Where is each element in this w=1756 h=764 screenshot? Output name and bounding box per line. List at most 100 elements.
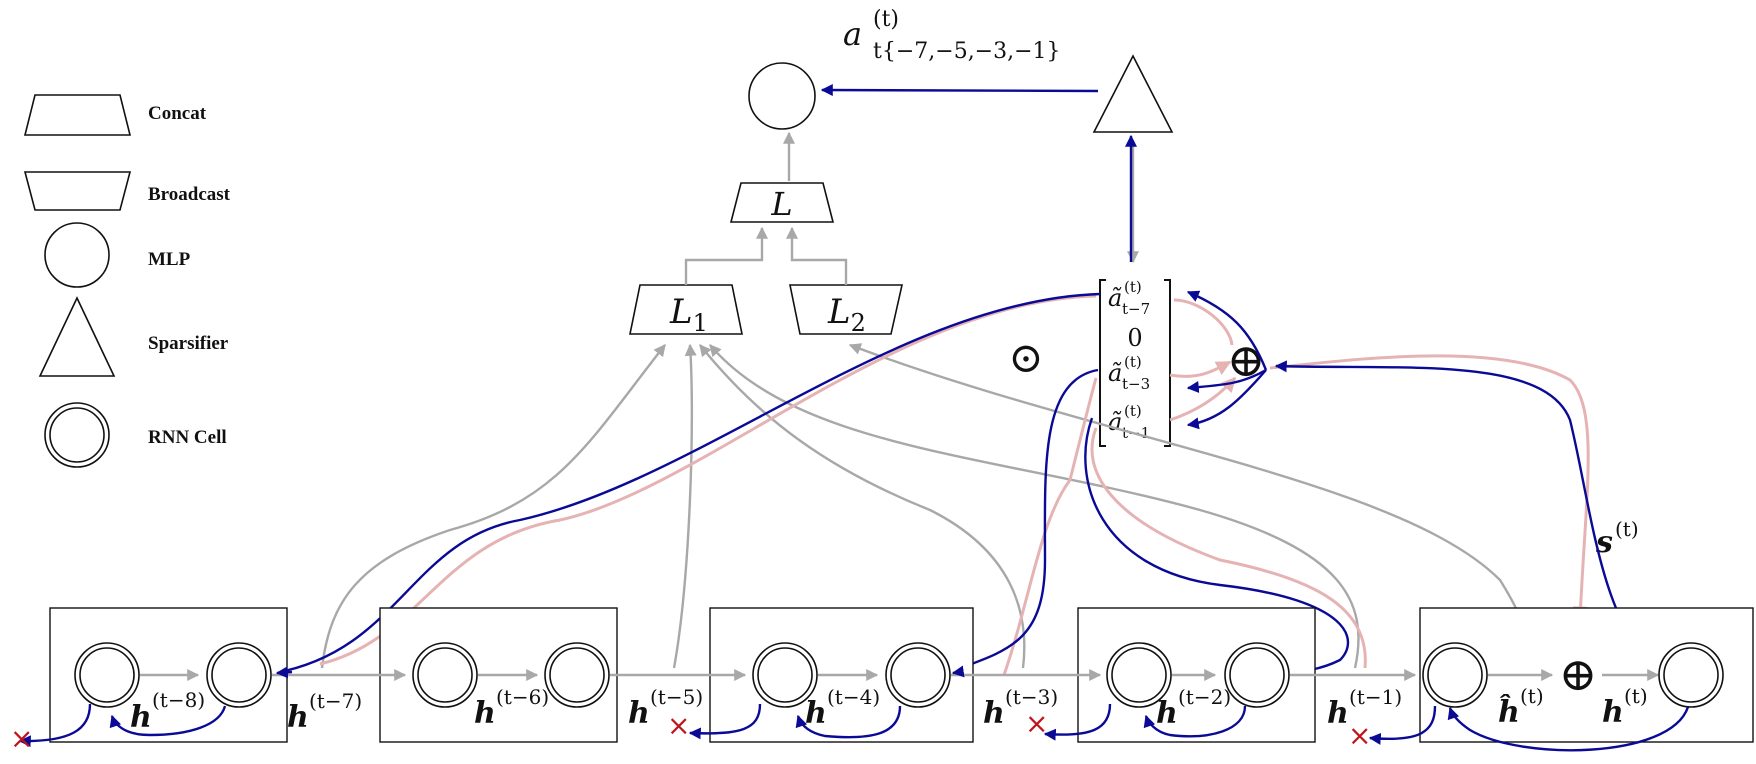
arrow-into-c2 — [275, 666, 293, 679]
row4-to-h2-arrow — [1084, 417, 1350, 678]
hadamard-operator: ⊙ — [1008, 333, 1043, 382]
top-attention-label: a — [843, 15, 862, 53]
svg-text:(t): (t) — [1624, 684, 1648, 708]
rnn-cell-4 — [544, 642, 610, 708]
connections — [273, 292, 1655, 678]
sum-to-row3-arrow — [1186, 368, 1267, 393]
loop-c8-c7 — [1143, 705, 1247, 738]
vector-row-4-sup: (t) — [1124, 402, 1142, 420]
rnn-cell-8 — [1224, 642, 1290, 708]
hidden-label-2: h (t−7) — [287, 689, 362, 735]
broadcast-legend-icon — [23, 171, 132, 211]
rnn-cell-2 — [206, 642, 272, 708]
vector-row-1-sup: (t) — [1124, 278, 1142, 296]
h7-to-l1-curve — [320, 344, 666, 669]
legend-mlp-label: MLP — [148, 249, 191, 270]
rnn-cell-3 — [412, 642, 478, 708]
h1-to-l1-curve — [709, 344, 1360, 669]
svg-text:h: h — [130, 700, 152, 735]
loop-c5-drop — [688, 703, 762, 740]
sparsifier-node — [1092, 54, 1174, 133]
l2-to-loss-connector — [786, 226, 848, 285]
vector-row-4: ã — [1108, 408, 1122, 436]
rnn-cell-6 — [885, 642, 951, 708]
vector-row-1-sub: t−7 — [1122, 300, 1150, 318]
svg-text:(t−5): (t−5) — [650, 685, 703, 709]
vector-row-3: ã — [1108, 359, 1122, 387]
row1-to-h7-arrow — [273, 292, 1101, 677]
vector-to-sum-pink-1 — [1173, 298, 1234, 346]
hidden-label-1: h (t−8) — [130, 688, 205, 735]
hidden-label-9: ĥ (t) — [1498, 684, 1544, 730]
rnn-cell-legend-icon — [44, 402, 110, 468]
arrow-into-c6 — [951, 665, 965, 678]
loss-main-node — [729, 182, 835, 223]
hidden-label-6: h (t−3) — [983, 685, 1058, 731]
mlp-legend-icon — [44, 222, 110, 288]
mlp-node — [748, 62, 816, 130]
svg-text:(t−7): (t−7) — [309, 689, 362, 713]
rnn-cell-10 — [1658, 642, 1724, 708]
drop-mark-1: × — [10, 722, 33, 755]
sum-to-hat-pink — [1269, 354, 1590, 622]
rnn-cell-5 — [752, 642, 818, 708]
loss-l1-node — [629, 284, 743, 335]
hidden-label-10: h (t) — [1602, 684, 1648, 730]
loss-l2-label: L2 — [827, 292, 866, 337]
legend: Concat Broadcast MLP Sparsifier RNN Cell — [23, 94, 231, 468]
hidden-label-3: h (t−6) — [474, 685, 549, 731]
rnn-cell-1 — [74, 642, 140, 708]
rnn-row: ⊕ × × × × h (t−8) h (t−7) h (t−6) — [10, 607, 1754, 755]
sum-to-row1-arrow — [1186, 290, 1268, 371]
top-attention-sup: (t) — [873, 7, 899, 32]
loss-main-label: L — [770, 185, 792, 223]
rnn-cell-7 — [1106, 642, 1172, 708]
vector-row-3-sup: (t) — [1124, 353, 1142, 371]
svg-text:(t−1): (t−1) — [1349, 685, 1402, 709]
loop-c10-c9 — [1447, 706, 1690, 752]
hidden-label-4: h (t−5) — [628, 685, 703, 731]
svg-text:(t−8): (t−8) — [152, 688, 205, 712]
svg-text:h: h — [474, 696, 496, 731]
svg-text:(t−6): (t−6) — [496, 685, 549, 709]
h5-to-l1-curve — [672, 343, 697, 669]
hidden-label-5: h (t−4) — [805, 685, 880, 731]
mlp-sparsifier-arrow — [820, 84, 1099, 97]
loop-c2-c1 — [109, 705, 227, 737]
s-label-sup: (t) — [1615, 517, 1639, 541]
concat-legend-icon — [23, 94, 132, 136]
loss-l2-node — [789, 284, 903, 335]
svg-text:ĥ: ĥ — [1498, 694, 1520, 730]
drop-mark-2: × — [667, 709, 690, 742]
l1-to-loss-connector — [684, 226, 768, 285]
svg-text:h: h — [628, 696, 650, 731]
row3-to-h4-arrow — [943, 368, 1099, 676]
vector-row-1: ã — [1108, 284, 1122, 312]
drop-mark-4: × — [1348, 719, 1371, 752]
hidden-label-8: h (t−1) — [1327, 685, 1402, 731]
legend-rnn-cell-label: RNN Cell — [148, 427, 227, 448]
attention-vector: ã (t) t−7 0 ã (t) t−3 ã (t) t−1 — [1099, 278, 1171, 447]
svg-text:h: h — [983, 696, 1005, 731]
ht-to-sum-arrow — [1274, 360, 1655, 667]
h3-to-l1-curve — [699, 344, 1026, 669]
svg-text:h: h — [1156, 696, 1178, 731]
h2-to-vector-pink — [1090, 427, 1367, 669]
vector-row-2: 0 — [1127, 324, 1142, 352]
sum-to-row4-arrow — [1186, 369, 1267, 430]
loss-l1-label: L1 — [669, 292, 708, 337]
loop-c7-drop — [1043, 703, 1112, 741]
loop-c6-c5 — [795, 705, 902, 739]
loop-c9-drop — [1368, 705, 1437, 745]
h4-to-vector-pink — [1002, 377, 1098, 676]
legend-sparsifier-label: Sparsifier — [148, 333, 229, 354]
svg-text:(t−4): (t−4) — [827, 685, 880, 709]
rnn-cell-9 — [1422, 642, 1488, 708]
svg-text:h: h — [1327, 696, 1349, 731]
vector-row-3-sub: t−3 — [1122, 375, 1150, 393]
s-label: s — [1595, 525, 1613, 560]
vector-to-sum-pink-2 — [1169, 360, 1232, 378]
svg-text:h: h — [805, 696, 827, 731]
top-attention-sub: t{−7,−5,−3,−1} — [873, 39, 1061, 64]
